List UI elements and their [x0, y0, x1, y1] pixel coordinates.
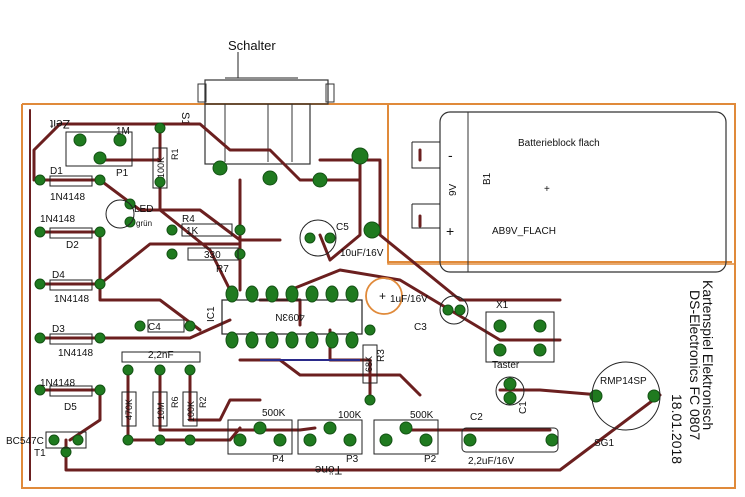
label-c4-ref: C4 [148, 322, 161, 333]
title-line2: DS-Electronics FC 0807 [687, 290, 703, 440]
label-r470k-value: 470K [124, 399, 134, 420]
label-d1-ref: D1 [50, 166, 63, 177]
label-d2-ref: D2 [66, 240, 79, 251]
label-d5-ref: D5 [64, 402, 77, 413]
label-x1-ref: X1 [496, 300, 509, 311]
label-c1-ref: C1 [518, 401, 529, 414]
label-d5-value: 1N4148 [40, 378, 75, 389]
label-r1-ref: R1 [170, 148, 180, 160]
label-c3-ref: C3 [414, 322, 427, 333]
pads [34, 122, 661, 458]
label-toene: Töne [314, 463, 342, 477]
label-buzzer-value: RMP14SP [600, 376, 647, 387]
label-t1-value: BC547C [6, 436, 44, 447]
label-c3-value: 1uF/16V [390, 294, 428, 305]
label-r6-ref: R6 [170, 396, 180, 408]
label-r1-value: 100K [156, 157, 166, 178]
label-d3-value: 1N4148 [58, 348, 93, 359]
label-r10m-value: 10M [156, 402, 166, 420]
label-p4-value: 500K [262, 408, 286, 419]
label-c5-ref: C5 [336, 222, 349, 233]
label-p4-ref: P4 [272, 454, 285, 465]
label-led-ref: LED [134, 204, 153, 215]
battery-outline [439, 111, 727, 273]
label-c5-value: 10uF/16V [340, 248, 384, 259]
label-d1-value: 1N4148 [50, 192, 85, 203]
battery-type: AB9V_FLACH [492, 226, 556, 237]
battery-center-mark: + [544, 184, 550, 195]
label-r2-ref: R2 [198, 396, 208, 408]
c3-highlight [365, 277, 403, 315]
label-led-value: grün [136, 219, 152, 228]
battery-area-outline [387, 103, 736, 265]
label-d2-value: 1N4148 [40, 214, 75, 225]
label-p1-value: 1M [116, 126, 130, 137]
label-zeit: Zeit [49, 117, 70, 131]
label-buzzer-ref: SG1 [594, 438, 614, 449]
switch-title: Schalter [228, 38, 276, 53]
label-t1-ref: T1 [34, 448, 46, 459]
label-r3-ref: R3 [376, 349, 387, 362]
label-p3-value: 100K [338, 410, 362, 421]
c3-center-mark: + [379, 289, 386, 303]
ic1-ref: IC1 [206, 306, 217, 322]
label-p2-value: 500K [410, 410, 434, 421]
label-c2-ref: C2 [470, 412, 483, 423]
label-x1-value: Taster [492, 360, 520, 371]
label-p1-ref: P1 [116, 168, 129, 179]
label-r2-value: 100K [186, 401, 196, 422]
battery-minus: - [448, 147, 453, 163]
label-p2-ref: P2 [424, 454, 437, 465]
label-r4-value: 1K [186, 226, 199, 237]
label-p3-ref: P3 [346, 454, 359, 465]
ic1-name: 4093N [275, 311, 304, 322]
label-d3-ref: D3 [52, 324, 65, 335]
battery-voltage: 9V [448, 183, 459, 196]
label-r3-value: 68K [364, 356, 374, 372]
battery-plus: + [446, 223, 454, 239]
label-r4-ref: R4 [182, 214, 195, 225]
traces [29, 109, 662, 481]
label-d4-ref: D4 [52, 270, 65, 281]
label-c4-value: 2,2nF [148, 350, 174, 361]
switch-s1 [197, 52, 335, 165]
title-line1: Kartenspiel Elektronisch [700, 280, 716, 430]
label-r7-ref: R7 [216, 264, 229, 275]
silkscreen [45, 131, 661, 455]
battery-title: Batterieblock flach [518, 138, 600, 149]
label-d4-value: 1N4148 [54, 294, 89, 305]
ic1-4093n [221, 285, 363, 349]
label-r7-value: 330 [204, 250, 221, 261]
switch-ref: S1 [179, 112, 191, 125]
title-date: 18.01.2018 [669, 394, 685, 464]
label-c2-value: 2,2uF/16V [468, 456, 514, 467]
battery-ref: B1 [482, 172, 493, 185]
